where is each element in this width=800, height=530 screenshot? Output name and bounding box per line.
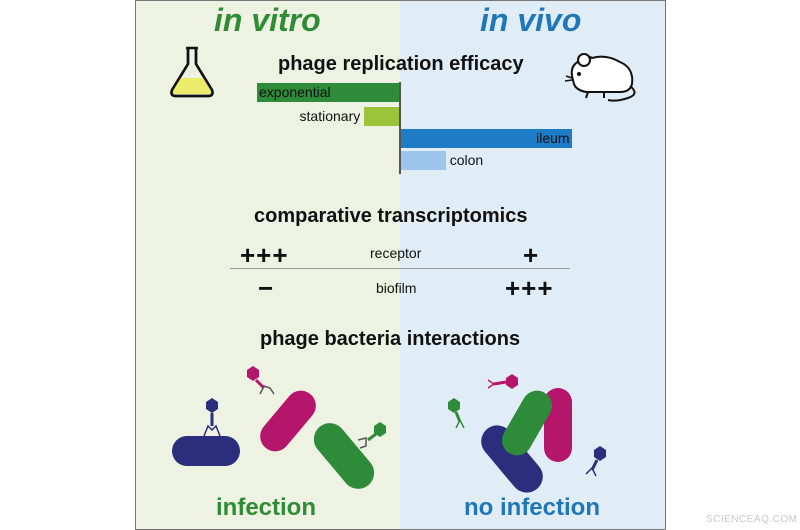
bar-ileum	[400, 129, 572, 148]
bar-label-ileum: ileum	[536, 130, 570, 146]
green-bacterium	[313, 423, 375, 489]
no-infection-label: no infection	[464, 494, 600, 521]
infection-illustration	[172, 366, 386, 489]
source-credit: SCIENCEAQ.COM	[706, 514, 798, 525]
green-phage-icon	[448, 398, 465, 429]
navy-bacterium	[172, 436, 240, 466]
receptor-in-vitro-level: +++	[240, 240, 289, 270]
green-bacterium	[502, 390, 552, 456]
navy-bacterium	[481, 425, 543, 493]
biofilm-in-vitro-level: −	[258, 273, 275, 303]
receptor-label: receptor	[370, 245, 422, 261]
zero-axis-line	[399, 82, 401, 174]
infection-label: infection	[216, 494, 316, 521]
magenta-phage-icon	[247, 366, 275, 395]
biofilm-label: biofilm	[376, 280, 417, 296]
magenta-phage-icon	[487, 374, 518, 389]
navy-phage-icon	[585, 446, 606, 477]
bar-colon	[400, 151, 446, 170]
receptor-in-vivo-level: +	[523, 240, 540, 270]
bar-label-colon: colon	[449, 152, 484, 168]
in-vitro-heading: in vitro	[214, 2, 321, 38]
bar-label-stationary: stationary	[299, 108, 361, 124]
interactions-title: phage bacteria interactions	[260, 328, 521, 350]
no-infection-illustration	[448, 374, 606, 493]
transcriptomics-title: comparative transcriptomics	[254, 205, 528, 227]
green-phage-icon	[357, 422, 386, 449]
flask-icon	[170, 46, 214, 98]
bar-stationary	[364, 107, 400, 126]
biofilm-in-vivo-level: +++	[505, 273, 554, 303]
table-divider	[230, 268, 570, 269]
mouse-icon	[564, 53, 636, 102]
in-vivo-heading: in vivo	[480, 2, 582, 38]
replication-title: phage replication efficacy	[278, 53, 524, 75]
bar-exponential	[257, 83, 400, 102]
navy-phage-icon	[203, 398, 221, 437]
magenta-bacterium	[260, 390, 316, 452]
bar-label-exponential: exponential	[259, 84, 331, 100]
